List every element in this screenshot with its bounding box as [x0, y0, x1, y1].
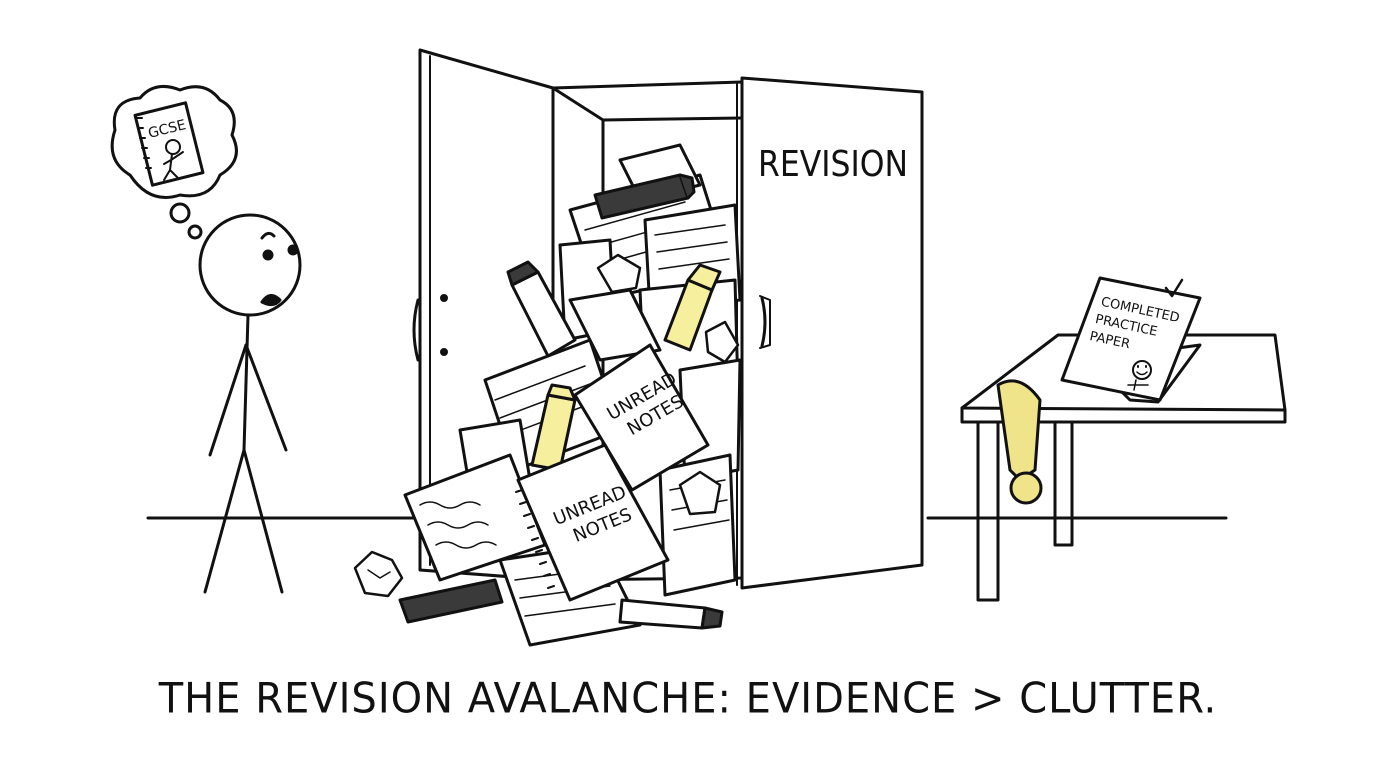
unread-notes-notebook [515, 443, 670, 602]
crumpled-paper-balls [353, 253, 740, 598]
completed-practice-paper [1060, 276, 1202, 404]
thought-bubble [110, 84, 238, 240]
white-marker-icon [618, 598, 707, 630]
dark-marker-icon [398, 578, 504, 624]
revision-door-label: REVISION [758, 144, 908, 185]
comic-caption: THE REVISION AVALANCHE: EVIDENCE > CLUTT… [158, 674, 1218, 724]
stick-figure [198, 213, 302, 594]
markers [398, 173, 724, 630]
cupboard-right-door [740, 76, 924, 590]
smiley-icon [1132, 360, 1152, 380]
checkmark-icon [1164, 278, 1184, 298]
gold-medal-icon [996, 379, 1043, 505]
